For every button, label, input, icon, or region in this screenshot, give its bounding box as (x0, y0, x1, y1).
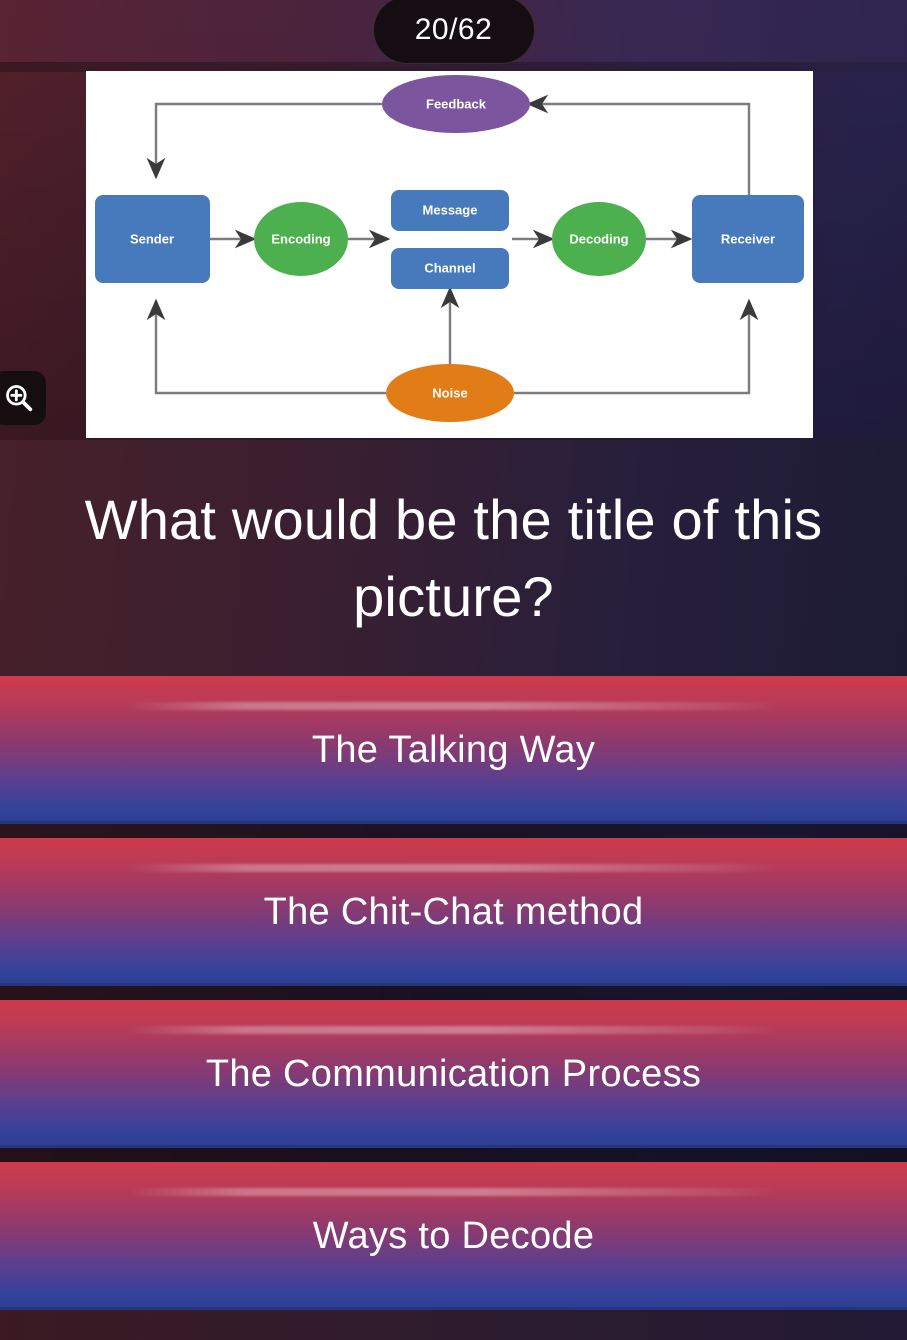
diagram-node-noise: Noise (386, 364, 514, 422)
zoom-in-magnifier-icon (3, 382, 35, 414)
answer-option-3-label: The Communication Process (205, 1052, 702, 1095)
edge-noise-sender (146, 298, 386, 395)
question-counter-label: 20/62 (414, 13, 493, 46)
diagram-node-sender-label: Sender (130, 231, 174, 246)
diagram-node-message-label: Message (423, 202, 478, 217)
communication-process-diagram: Sender Encoding Message Channel Decoding (86, 71, 813, 438)
diagram-node-receiver: Receiver (692, 195, 804, 283)
diagram-node-decoding: Decoding (552, 202, 646, 276)
question-container: What would be the title of this picture? (0, 440, 907, 676)
diagram-node-feedback-label: Feedback (426, 96, 487, 111)
question-counter: 20/62 (372, 0, 535, 64)
answer-options-list: The Talking Way The Chit-Chat method The… (0, 676, 907, 1324)
answer-option-1[interactable]: The Talking Way (0, 676, 907, 824)
edge-feedback-sender (146, 102, 382, 180)
diagram-node-sender: Sender (95, 195, 210, 283)
zoom-in-button[interactable] (0, 371, 46, 425)
question-text: What would be the title of this picture? (84, 487, 823, 628)
diagram-node-decoding-label: Decoding (569, 231, 628, 246)
diagram-node-channel-label: Channel (424, 260, 475, 275)
answer-option-3[interactable]: The Communication Process (0, 1000, 907, 1148)
edge-noise-receiver (514, 298, 759, 395)
diagram-node-noise-label: Noise (432, 385, 467, 400)
diagram-node-receiver-label: Receiver (721, 231, 775, 246)
diagram-node-encoding-label: Encoding (271, 231, 330, 246)
diagram-node-feedback: Feedback (382, 75, 530, 133)
answer-option-4[interactable]: Ways to Decode (0, 1162, 907, 1310)
question-image[interactable]: Sender Encoding Message Channel Decoding (86, 71, 813, 438)
answer-option-1-label: The Talking Way (311, 728, 596, 771)
answer-option-4-label: Ways to Decode (312, 1214, 595, 1257)
diagram-node-channel: Channel (391, 248, 509, 289)
answer-option-2-label: The Chit-Chat method (263, 890, 644, 933)
diagram-node-message: Message (391, 190, 509, 231)
answer-option-2[interactable]: The Chit-Chat method (0, 838, 907, 986)
diagram-node-encoding: Encoding (254, 202, 348, 276)
